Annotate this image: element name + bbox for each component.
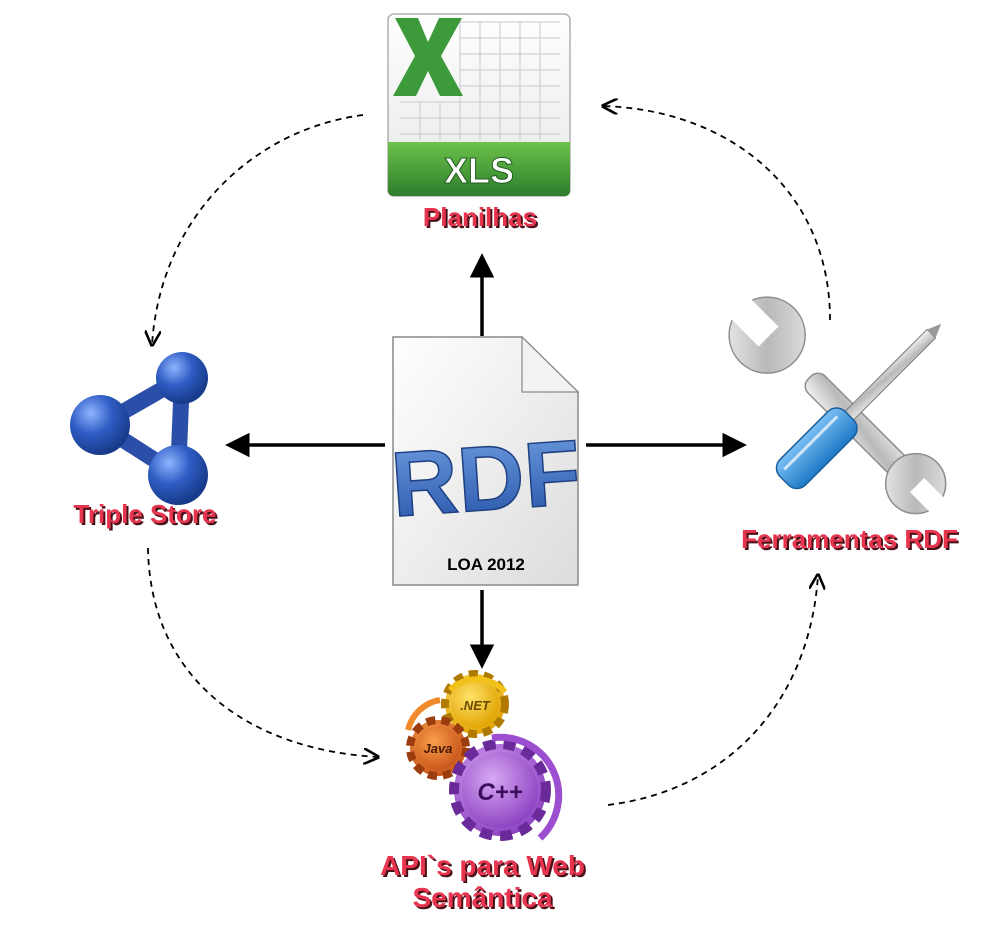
gear-java: Java <box>406 716 470 780</box>
svg-text:.NET: .NET <box>460 698 491 713</box>
gear-arc-yellow <box>447 676 508 695</box>
label-triple-store: Triple Store <box>73 499 217 529</box>
svg-text:Java: Java <box>424 741 453 756</box>
gear-arc-orange <box>405 697 441 731</box>
label-apis-line1: API`s para Web <box>380 850 585 881</box>
wrench-screwdriver-icon <box>723 291 953 521</box>
dashed-arrow-apis-to-ferramentas <box>607 575 818 806</box>
label-apis-web-semantica: API`s para Web Semântica <box>350 850 615 914</box>
graph-node-bottom <box>148 445 208 505</box>
graph-node-top <box>156 352 208 404</box>
gear-arc-purple <box>491 733 563 841</box>
label-apis-line2: Semântica <box>412 882 553 914</box>
gear-net: .NET <box>441 670 509 738</box>
svg-text:C++: C++ <box>477 779 522 806</box>
rdf-document-icon: RDF LOA 2012 <box>387 335 585 586</box>
dashed-arrow-planilhas-to-triple <box>152 114 364 345</box>
graph-node-left <box>70 395 130 455</box>
dashed-arrow-ferramentas-to-planilhas <box>603 106 831 321</box>
rdf-caption: LOA 2012 <box>447 555 525 574</box>
gears-icon: .NET Java C++ <box>405 670 563 841</box>
xls-icon-text: XLS <box>444 150 514 191</box>
xls-file-icon: XLS <box>387 13 571 197</box>
rdf-title: RDF <box>388 422 584 537</box>
label-planilhas: Planilhas <box>422 202 538 232</box>
triple-store-graph-icon <box>70 352 208 505</box>
label-ferramentas-rdf: Ferramentas RDF <box>741 524 958 554</box>
excel-x-glyph <box>393 18 463 96</box>
gear-cpp: C++ <box>449 739 551 841</box>
dashed-arrow-triple-to-apis <box>147 547 378 757</box>
